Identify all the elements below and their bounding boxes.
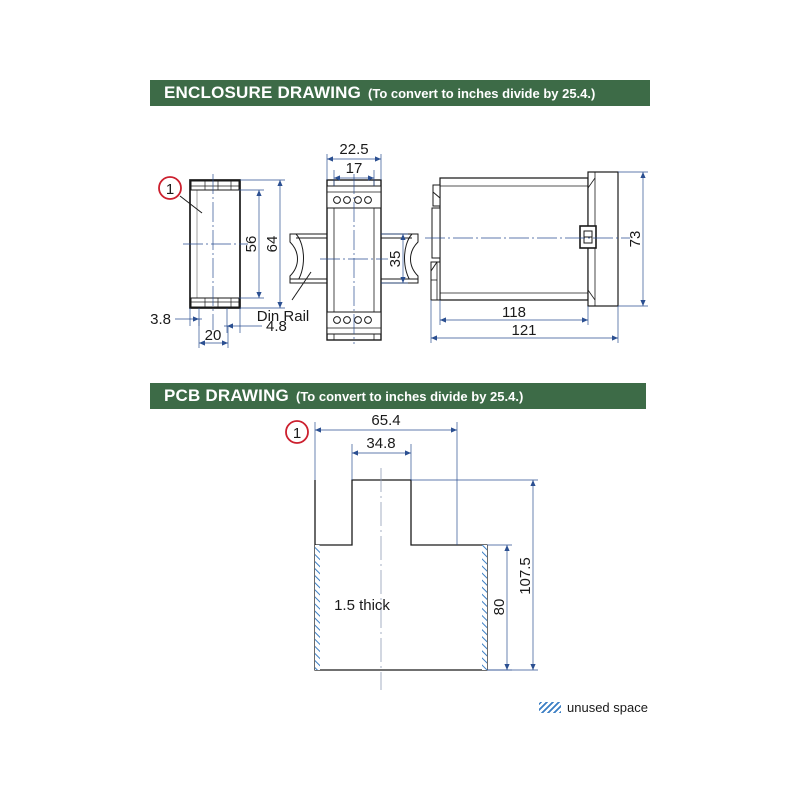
enclosure-front-view: 56 64 3.8 [150,174,287,348]
dimension-65-4: 65.4 [314,412,458,545]
callout-1-enclosure-label: 1 [166,181,174,198]
enclosure-drawing-canvas: 56 64 3.8 [0,130,800,360]
side-view-endcap-bevel-bottom [587,289,596,301]
callout-marker-1-pcb: 1 [285,420,309,444]
dimension-34-8: 34.8 [351,435,412,480]
pcb-unused-strip-right [482,545,487,670]
din-rail-left-profile [289,233,304,284]
din-rail-right-profile [404,233,419,284]
enclosure-section-title: ENCLOSURE DRAWING [164,83,362,102]
top-view-bottom-terminal-screw-4 [364,316,372,324]
pcb-outline-group: 1.5 thick 65.4 34.8 [285,412,538,690]
dimension-121-label: 121 [511,322,536,339]
din-rail-label: Din Rail [257,308,310,325]
din-rail-annotation: Din Rail [257,271,312,325]
side-view-left-clip-upper-bevel [432,191,441,199]
pcb-thickness-label: 1.5 thick [334,597,390,614]
pcb-section-title: PCB DRAWING [164,386,289,405]
side-view-body-outline [439,177,589,301]
top-view-top-terminal-screw-4 [364,196,372,204]
dimension-107-5: 107.5 [411,479,538,671]
top-view-top-terminal-screw-1 [333,196,341,204]
din-rail-leader-line [291,271,312,301]
top-view-top-terminal-screw-3 [354,196,362,204]
dimension-3-8-label: 3.8 [150,311,171,328]
dimension-64-label: 64 [264,236,281,253]
dimension-80-label: 80 [491,599,508,616]
enclosure-top-view: 22.5 17 35 [257,141,419,344]
dimension-118-label: 118 [502,304,526,321]
callout-marker-1-enclosure: 1 [158,176,203,214]
side-view-left-clip-lower [430,261,441,301]
dimension-65-4-label: 65.4 [371,412,400,429]
side-view-endcap-bevel-top [587,177,596,189]
top-view-bottom-terminal-screw-1 [333,316,341,324]
dimension-17-label: 17 [346,160,363,177]
dimension-56-label: 56 [243,236,260,253]
callout-1-pcb-label: 1 [293,425,301,442]
dimension-64: 64 [240,179,285,309]
dimension-4-8-label: 4.8 [266,318,287,335]
dimension-118: 118 [439,300,589,325]
top-view-top-terminal-screw-2 [343,196,351,204]
dimension-35-label: 35 [387,251,404,268]
dimension-107-5-label: 107.5 [517,557,534,595]
side-view-left-clip-lower-bevel [430,261,438,272]
dimension-3-8: 3.8 [150,308,202,328]
enclosure-section-note: (To convert to inches divide by 25.4.) [368,85,596,101]
unused-space-legend: unused space [538,700,648,715]
dimension-22-5: 22.5 [326,141,382,180]
pcb-section-note: (To convert to inches divide by 25.4.) [295,388,524,404]
side-view-left-channel [431,207,441,259]
dimension-73-label: 73 [627,231,644,248]
dimension-56: 56 [239,189,264,299]
dimension-4-8: 4.8 [224,308,287,335]
front-view-bottom-terminal-strip [190,297,240,308]
dimension-20: 20 [198,319,229,348]
unused-space-legend-label: unused space [567,700,648,715]
unused-space-hatch-swatch [538,701,562,714]
enclosure-side-view: 73 118 121 [425,171,648,343]
dimension-20-label: 20 [205,327,222,344]
dimension-34-8-label: 34.8 [366,435,395,452]
dimension-35: 35 [381,233,408,284]
front-view-top-terminal-strip [190,180,240,191]
top-view-bottom-terminal-screw-3 [354,316,362,324]
din-rail-right-bottom-flange [380,278,419,284]
pcb-section-header: PCB DRAWING (To convert to inches divide… [150,383,646,409]
din-rail-left-bottom-flange [289,278,328,284]
dimension-17: 17 [333,160,375,186]
pcb-unused-strip-left [315,545,320,670]
dimension-121: 121 [430,300,619,343]
dimension-80: 80 [487,544,512,671]
pcb-board-outline [314,479,488,671]
dimension-73: 73 [618,171,648,307]
top-view-bottom-terminal-screw-2 [343,316,351,324]
dimension-22-5-label: 22.5 [339,141,368,158]
pcb-drawing-canvas: 1.5 thick 65.4 34.8 [0,410,800,710]
enclosure-section-header: ENCLOSURE DRAWING (To convert to inches … [150,80,650,106]
